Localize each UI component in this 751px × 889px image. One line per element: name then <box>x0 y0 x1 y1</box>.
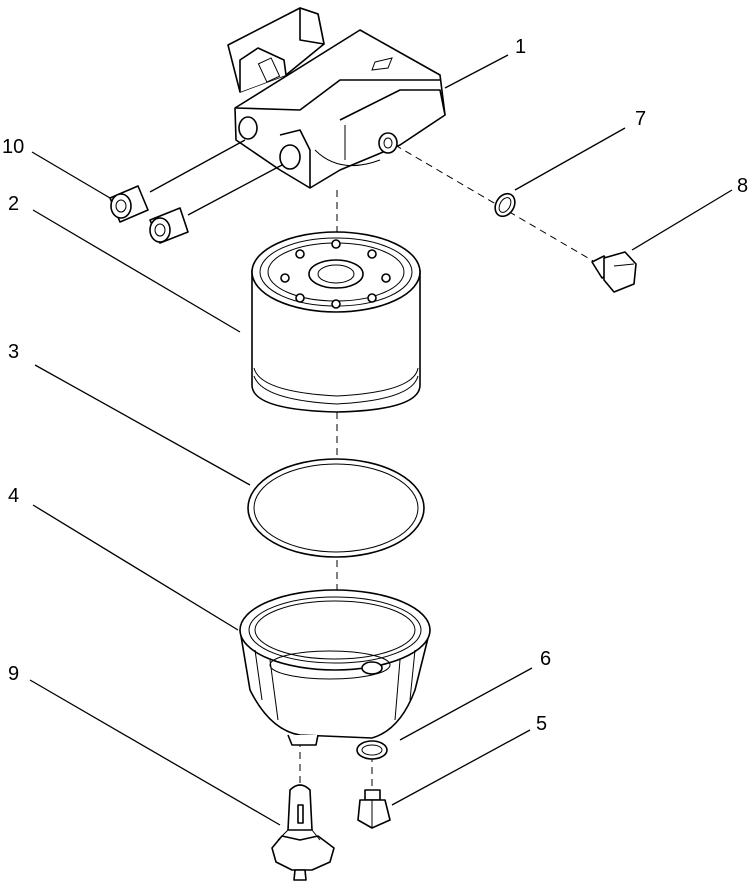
leader-6 <box>399 667 533 741</box>
fitting-axis-b <box>187 164 283 216</box>
fitting-10-a <box>109 185 149 223</box>
callout-10: 10 <box>2 136 24 158</box>
callout-7: 7 <box>635 108 646 130</box>
leader-5 <box>391 729 531 806</box>
filter-head <box>227 7 446 189</box>
callout-6: 6 <box>540 648 551 670</box>
callout-9: 9 <box>8 663 19 685</box>
leader-2 <box>32 209 241 333</box>
vent-fitting-5 <box>357 789 391 829</box>
callout-3: 3 <box>8 341 19 363</box>
plug-axis <box>394 144 601 266</box>
leader-8 <box>631 189 733 251</box>
filter-cartridge <box>251 231 421 413</box>
leader-4 <box>32 504 239 631</box>
leader-1 <box>444 54 509 89</box>
o-ring-6 <box>356 740 388 760</box>
drain-valve-9 <box>271 784 335 881</box>
callout-5: 5 <box>536 713 547 735</box>
bowl-4 <box>239 589 431 746</box>
leader-3 <box>34 364 251 486</box>
callout-2: 2 <box>8 193 19 215</box>
fitting-axis-a <box>149 139 246 193</box>
o-ring-3 <box>247 458 425 558</box>
fitting-10-b <box>149 207 189 244</box>
callout-4: 4 <box>8 485 19 507</box>
leader-10 <box>31 151 111 199</box>
callout-8: 8 <box>737 175 748 197</box>
callout-1: 1 <box>515 36 526 58</box>
leader-7 <box>514 127 626 191</box>
plug-8 <box>591 251 637 293</box>
leader-9 <box>29 679 281 826</box>
o-ring-7 <box>494 192 516 218</box>
